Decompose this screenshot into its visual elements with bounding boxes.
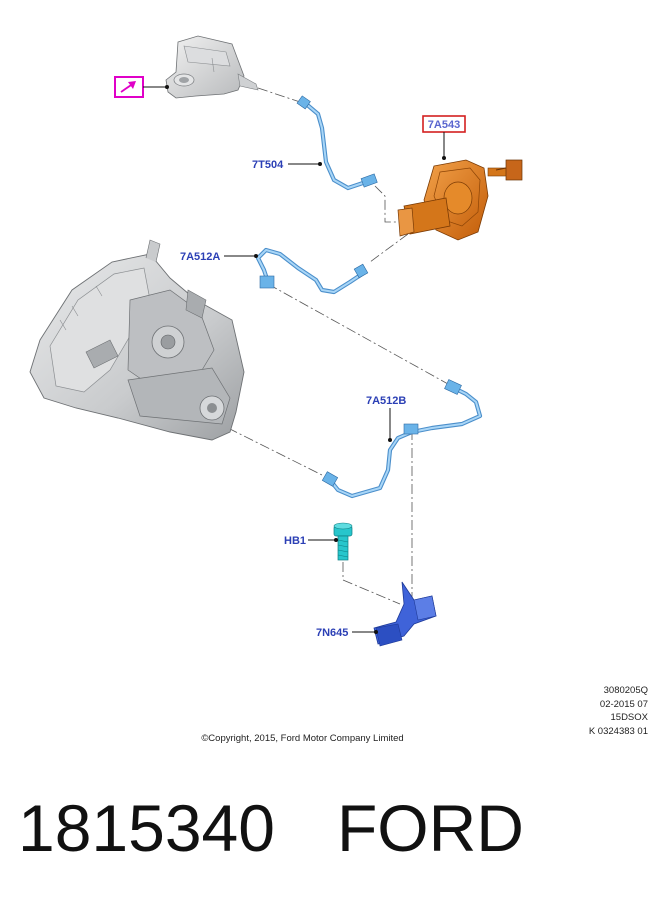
callout-7n645: 7N645 (316, 627, 348, 639)
bracket-7n645 (373, 581, 437, 647)
slave-cylinder-callout[interactable]: 7A543 (422, 115, 466, 160)
arrow-link-icon (120, 81, 136, 93)
reference-line-1: 3080205Q (603, 685, 648, 696)
callout-7t504: 7T504 (252, 159, 284, 171)
brand-name: FORD (336, 791, 524, 865)
reference-line-4: K 0324383 01 (588, 725, 648, 737)
reservoir-link-callout[interactable] (114, 76, 169, 98)
brake-fluid-reservoir (165, 35, 259, 99)
assembly-lines (227, 87, 449, 605)
transmission-assembly (29, 239, 245, 441)
callout-7a512a: 7A512A (180, 251, 220, 263)
pipe-7a512a (255, 247, 369, 295)
slave-cylinder-7a543 (397, 159, 523, 241)
callout-7a543: 7A543 (428, 119, 460, 131)
callout-7a512b: 7A512B (366, 395, 406, 407)
drawing-reference-block: 3080205Q 02-2015 07 15DSOX K 0324383 01 (560, 684, 648, 738)
bolt-hb1 (333, 522, 353, 561)
callout-pipe-left[interactable]: 7A512A (180, 251, 258, 263)
reference-line-2: 02-2015 07 (599, 698, 648, 710)
part-footer: 1815340 FORD (18, 790, 524, 866)
callout-bolt[interactable]: HB1 (284, 535, 338, 547)
part-number: 1815340 (18, 791, 275, 865)
pipe-7a512b (321, 379, 483, 499)
callout-hb1: HB1 (284, 535, 306, 547)
reference-line-3: 15DSOX (610, 712, 649, 723)
callout-bracket[interactable]: 7N645 (316, 627, 378, 639)
copyright-notice: ©Copyright, 2015, Ford Motor Company Lim… (201, 733, 404, 744)
pipe-7t504 (296, 95, 378, 191)
callout-pipe-upper[interactable]: 7T504 (252, 159, 322, 171)
callout-pipe-right[interactable]: 7A512B (366, 395, 406, 442)
